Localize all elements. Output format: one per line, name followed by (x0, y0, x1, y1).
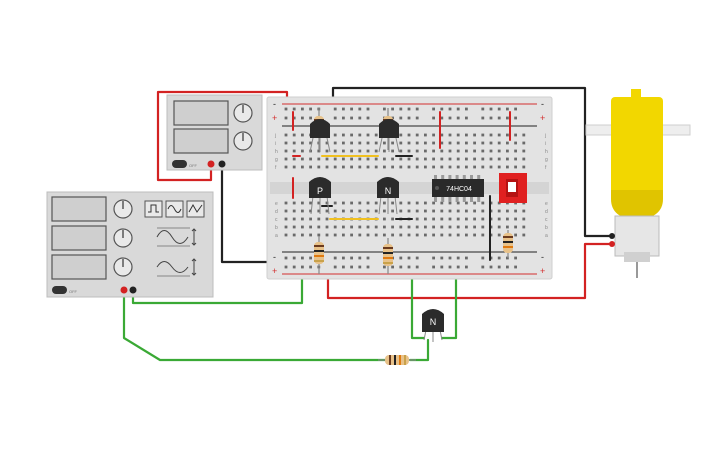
wire-green-resistor-out[interactable] (408, 338, 430, 362)
rail-minus-bottom-right: - (541, 252, 544, 262)
motor-can (614, 215, 660, 257)
row-letter: e (275, 201, 278, 207)
transistor-external-n[interactable]: N (422, 309, 444, 342)
motor-gearbox (611, 97, 663, 199)
square-wave-icon[interactable] (144, 200, 163, 218)
row-letter: g (545, 157, 548, 163)
ic-pins (434, 175, 481, 202)
row-letter: i (545, 141, 546, 147)
ic-body (432, 179, 484, 197)
offset-wave-icon (156, 258, 197, 277)
resistor-external[interactable] (378, 355, 416, 365)
row-letter: g (275, 157, 278, 163)
ic-label: 74HC04 (446, 186, 472, 193)
rail-minus-top-left: - (273, 99, 276, 109)
breadboard-jumpers (292, 111, 511, 261)
power-supply[interactable]: OFF (166, 94, 263, 171)
power-supply-terminal-negative[interactable] (218, 160, 226, 168)
motor-top-cap (631, 89, 641, 99)
transistor-n[interactable]: N (377, 177, 399, 215)
rail-plus-top-left: + (272, 113, 277, 123)
generator-display-3 (51, 254, 107, 280)
wire-green-transistor-right[interactable] (440, 262, 458, 340)
motor-can-end (624, 252, 650, 262)
dc-motor[interactable] (585, 89, 691, 278)
function-generator-off-label: OFF (69, 289, 78, 294)
sine-wave-icon[interactable] (165, 200, 184, 218)
transistor-n-label: N (385, 186, 392, 196)
transistor-top-left[interactable] (309, 119, 331, 153)
row-letter: a (545, 233, 548, 239)
generator-display-1 (51, 196, 107, 222)
transistor-external-label: N (430, 317, 437, 327)
row-letter: f (275, 165, 277, 171)
dip-switch[interactable] (499, 173, 527, 203)
wire-red-motor[interactable] (326, 242, 614, 300)
wire-green-generator-2[interactable] (122, 290, 387, 362)
power-supply-off-label: OFF (189, 163, 198, 168)
generator-display-2 (51, 225, 107, 251)
rail-minus-bottom-left: - (273, 252, 276, 262)
power-supply-display-current (173, 128, 229, 154)
transistor-top-right[interactable] (378, 119, 400, 153)
generator-terminal-negative[interactable] (129, 286, 137, 294)
row-letter: b (545, 225, 548, 231)
generator-terminal-positive[interactable] (120, 286, 128, 294)
row-letter: e (545, 201, 548, 207)
row-letter: c (545, 217, 548, 223)
function-generator-off-button[interactable] (52, 286, 67, 294)
resistor-4[interactable] (383, 238, 393, 274)
resistor-3[interactable] (314, 236, 324, 274)
rail-plus-top-right: + (540, 113, 545, 123)
transistor-p-label: P (317, 186, 323, 196)
row-letter: d (275, 209, 278, 215)
dip-switch-lever[interactable] (508, 182, 516, 192)
row-letter: h (545, 149, 548, 155)
row-letter: f (545, 165, 547, 171)
motor-gearbox-shade (611, 190, 663, 220)
motor-terminal-red[interactable] (609, 241, 615, 247)
ic-74hc04[interactable]: 74HC04 (432, 175, 484, 202)
function-generator[interactable]: OFF (46, 191, 214, 298)
row-letter: c (275, 217, 278, 223)
wire-red-power-top[interactable] (156, 90, 289, 182)
rail-plus-bottom-left: + (272, 266, 277, 276)
triangle-wave-icon[interactable] (186, 200, 205, 218)
motor-terminal-black[interactable] (609, 233, 615, 239)
rail-plus-bottom-right: + (540, 266, 545, 276)
power-supply-terminal-positive[interactable] (207, 160, 215, 168)
resistor-5[interactable] (503, 230, 513, 258)
power-supply-off-button[interactable] (172, 160, 187, 168)
row-letter: d (545, 209, 548, 215)
row-letter: a (275, 233, 278, 239)
power-supply-display-voltage (173, 100, 229, 126)
amplitude-wave-icon (156, 227, 197, 247)
rail-minus-top-right: - (541, 99, 544, 109)
breadboard-holes (284, 107, 526, 269)
transistor-p[interactable]: P (309, 177, 331, 215)
wire-black-motor[interactable] (331, 86, 614, 238)
row-letter: b (275, 225, 278, 231)
row-letter: j (274, 133, 276, 139)
row-letter: i (275, 141, 276, 147)
row-letter: j (544, 133, 546, 139)
row-letter: h (275, 149, 278, 155)
